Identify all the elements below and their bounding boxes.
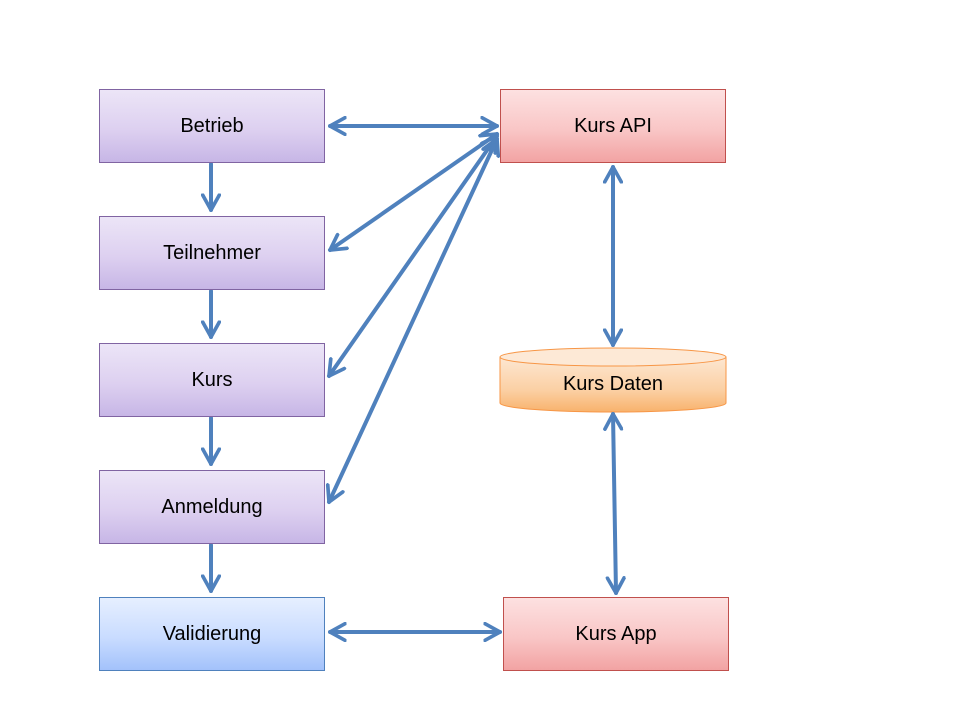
node-kurs-app[interactable]: Kurs App bbox=[503, 597, 729, 671]
node-anmeldung[interactable]: Anmeldung bbox=[99, 470, 325, 544]
node-betrieb[interactable]: Betrieb bbox=[99, 89, 325, 163]
node-validierung-label: Validierung bbox=[162, 622, 262, 645]
node-kurs-api[interactable]: Kurs API bbox=[500, 89, 726, 163]
kurs-daten-cylinder bbox=[499, 347, 727, 413]
node-anmeldung-label: Anmeldung bbox=[161, 495, 263, 518]
node-kurs-daten[interactable]: Kurs Daten bbox=[500, 364, 726, 404]
node-kurs[interactable]: Kurs bbox=[99, 343, 325, 417]
arrow-kurs-kurs-api bbox=[327, 134, 499, 378]
node-teilnehmer-label: Teilnehmer bbox=[163, 241, 261, 264]
node-kurs-api-label: Kurs API bbox=[574, 114, 652, 137]
node-teilnehmer[interactable]: Teilnehmer bbox=[99, 216, 325, 290]
node-betrieb-label: Betrieb bbox=[180, 114, 244, 137]
node-kurs-label: Kurs bbox=[191, 368, 233, 391]
node-kurs-daten-label: Kurs Daten bbox=[562, 372, 664, 395]
arrow-anmeldung-kurs-api bbox=[329, 137, 497, 504]
node-validierung[interactable]: Validierung bbox=[99, 597, 325, 671]
node-kurs-app-label: Kurs App bbox=[575, 622, 657, 645]
arrow-kurs-daten-kurs-app bbox=[613, 412, 616, 595]
